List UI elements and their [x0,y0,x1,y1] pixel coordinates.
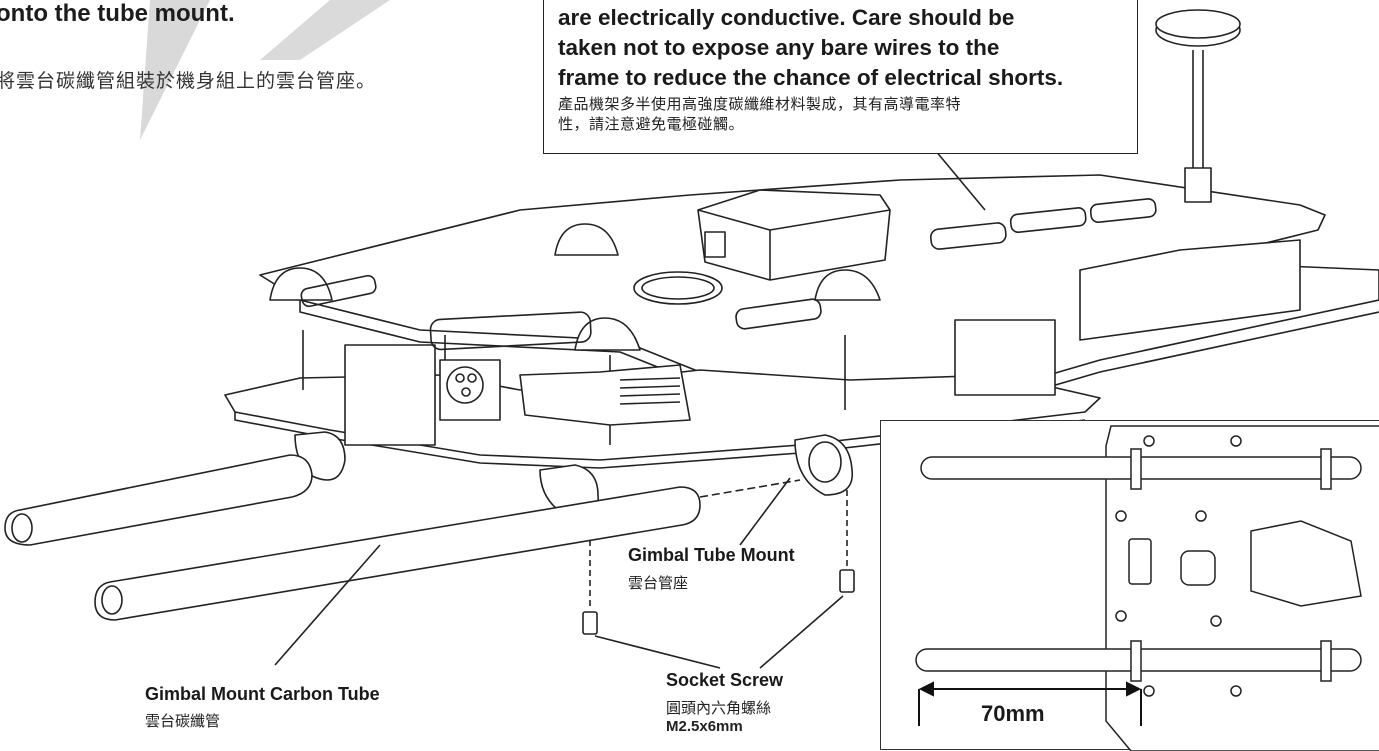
warning-line-3: frame to reduce the chance of electrical… [558,65,1064,90]
socket-screw-spec: M2.5x6mm [666,718,743,735]
socket-screw-label: Socket Screw [666,670,784,690]
warning-zh-line-2: 性，請注意避免電極碰觸。 [558,116,745,133]
socket-screw-label-zh: 圓頭內六角螺絲 [666,700,772,717]
flight-controller [697,189,891,281]
inset-top-view: 70mm [880,420,1379,751]
carbon-tube-lower [94,486,701,621]
carbon-tube-upper [4,454,313,546]
caption-english: onto the tube mount. [0,0,235,27]
caption-chinese: 將雲台碳纖管組裝於機身組上的雲台管座。 [0,71,377,92]
gimbal-tube-mount-label: Gimbal Tube Mount [628,545,795,565]
conductivity-warning-box: are electrically conductive. Care should… [543,0,1138,154]
carbon-tube-label: Gimbal Mount Carbon Tube [145,684,380,704]
warning-zh-line-1: 產品機架多半使用高強度碳纖維材料製成，其有高導電率特 [558,96,962,113]
dimension-label: 70mm [981,701,1045,726]
carbon-tube-label-zh: 雲台碳纖管 [145,713,221,730]
inset-drawing [915,425,1379,751]
warning-line-1: are electrically conductive. Care should… [558,5,1015,30]
warning-line-2: taken not to expose any bare wires to th… [558,35,1000,60]
gimbal-tube-mount-label-zh: 雲台管座 [628,575,689,592]
